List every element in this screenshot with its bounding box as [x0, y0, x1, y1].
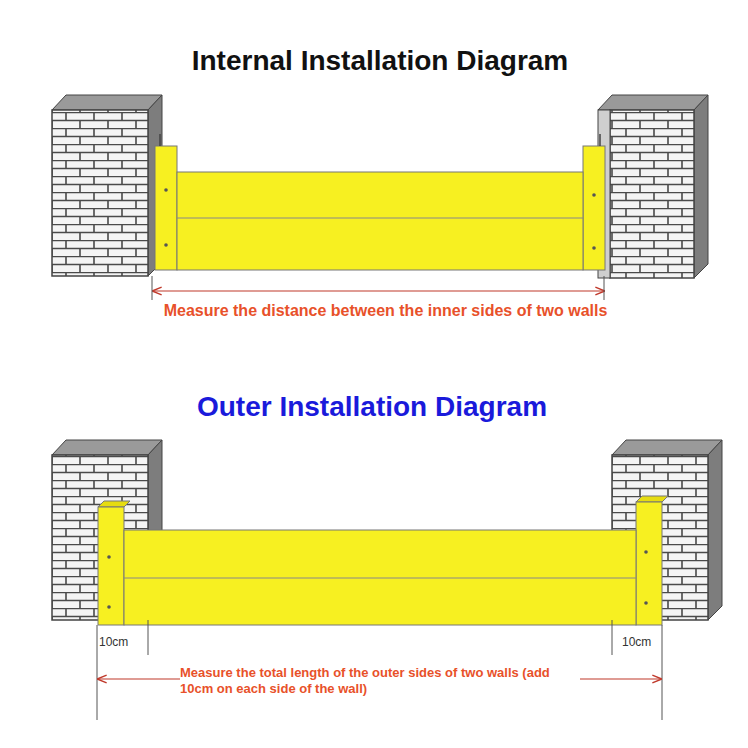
- diagram-title: Internal Installation Diagram: [0, 44, 748, 78]
- right-wall: [598, 95, 708, 278]
- measure-note: Measure the distance between the inner s…: [113, 301, 658, 320]
- section-title: Outer Installation Diagram: [0, 390, 744, 424]
- dimension-label: 10cm: [622, 635, 651, 649]
- flood-barrier: [98, 496, 668, 625]
- flood-barrier: [155, 134, 605, 270]
- dimension-line: [153, 290, 604, 291]
- dimension-label: 10cm: [99, 635, 128, 649]
- left-wall: [52, 95, 162, 276]
- measure-note: Measure the total length of the outer si…: [180, 665, 580, 696]
- extension-line: [152, 276, 604, 300]
- extension-line: [97, 620, 662, 720]
